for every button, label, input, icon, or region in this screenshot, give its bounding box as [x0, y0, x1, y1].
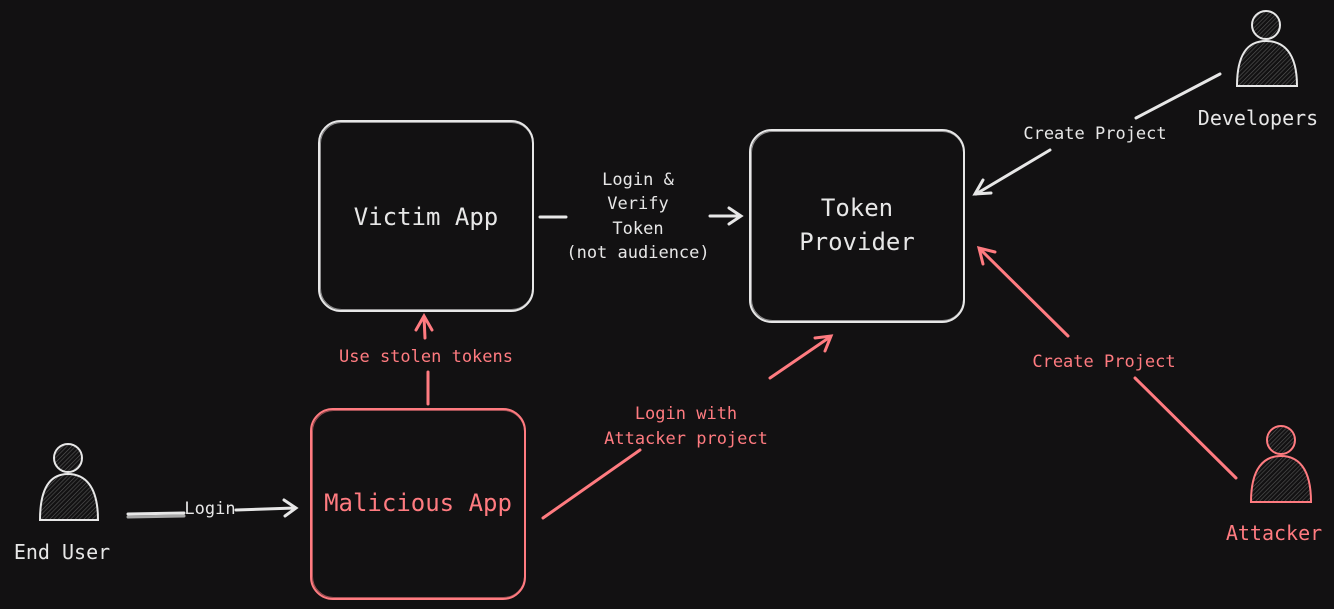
- developers-actor[interactable]: Developers: [1198, 10, 1318, 130]
- token-provider-label-line1: Token: [821, 194, 893, 222]
- stolen-tokens-label: Use stolen tokens: [339, 347, 513, 367]
- person-icon: [1235, 10, 1299, 87]
- attacker-actor[interactable]: Attacker: [1226, 425, 1322, 545]
- person-icon: [1249, 425, 1313, 503]
- malicious-app-label: Malicious App: [324, 489, 512, 517]
- attacker-create-arrow: [976, 245, 1238, 480]
- verify-label-line2: Verify: [607, 194, 668, 214]
- malicious-app-box[interactable]: Malicious App: [310, 408, 526, 600]
- attacker-login-arrow: [541, 334, 834, 520]
- dev-create-label: Create Project: [1023, 124, 1166, 144]
- verify-label-line3: Token: [612, 219, 663, 239]
- end-user-actor[interactable]: End User: [14, 443, 110, 564]
- victim-app-label: Victim App: [354, 203, 499, 231]
- dev-create-arrow: [972, 72, 1222, 196]
- attacker-label: Attacker: [1226, 521, 1322, 545]
- token-provider-box[interactable]: Token Provider: [749, 129, 965, 323]
- attacker-login-label: Login with Attacker project: [604, 404, 768, 449]
- end-user-label: End User: [14, 540, 110, 564]
- person-icon: [38, 443, 100, 521]
- victim-app-box[interactable]: Victim App: [318, 120, 534, 312]
- verify-label-line4: (not audience): [566, 243, 709, 263]
- token-provider-label-line2: Provider: [799, 228, 915, 256]
- verify-label: Login & Verify Token (not audience): [566, 170, 709, 263]
- developers-label: Developers: [1198, 106, 1318, 130]
- attacker-login-label-line2: Attacker project: [604, 429, 768, 449]
- attacker-login-label-line1: Login with: [635, 404, 737, 424]
- stolen-tokens-arrow: [414, 312, 434, 406]
- login-arrow: [126, 498, 299, 519]
- verify-label-line1: Login &: [602, 170, 674, 190]
- verify-arrow: [538, 206, 744, 226]
- login-label: Login: [184, 499, 235, 519]
- attacker-create-label: Create Project: [1032, 352, 1175, 372]
